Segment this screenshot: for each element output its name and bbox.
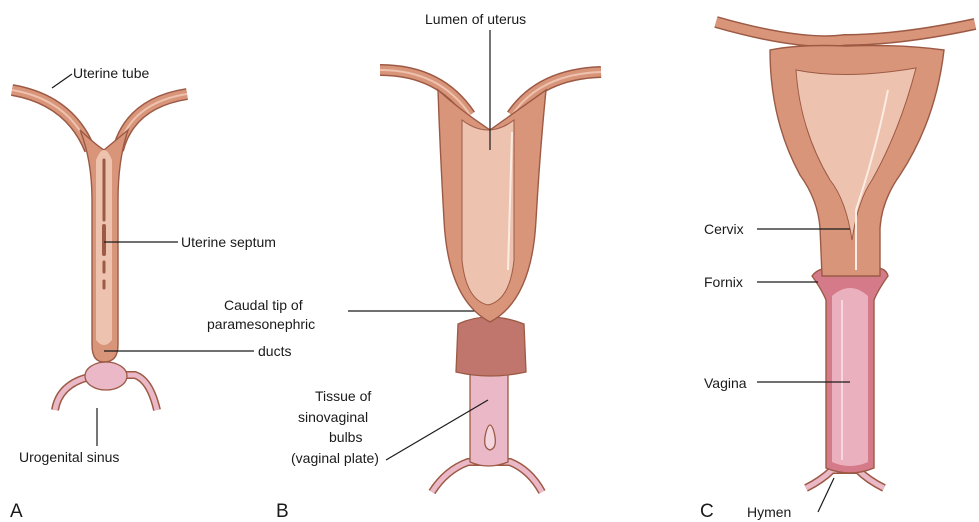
caudal-tip-label-line3: ducts bbox=[258, 343, 291, 359]
tissue-label-line3: bulbs bbox=[329, 429, 362, 445]
vagina-label: Vagina bbox=[704, 375, 747, 391]
tissue-label-line1: Tissue of bbox=[315, 388, 371, 404]
uterine-tube-label: Uterine tube bbox=[73, 65, 149, 81]
panel-a: Uterine tube Uterine septum Urogenital s… bbox=[10, 65, 276, 522]
caudal-tip-label-line2: paramesonephric bbox=[207, 316, 315, 332]
hymen-label: Hymen bbox=[747, 504, 791, 520]
tissue-label-line2: sinovaginal bbox=[298, 409, 368, 425]
urogenital-sinus-bulge bbox=[85, 362, 127, 390]
panel-c-label: C bbox=[700, 501, 714, 522]
fornix-label: Fornix bbox=[704, 274, 743, 290]
cervix-label: Cervix bbox=[704, 221, 744, 237]
panel-b: Lumen of uterus Tissue of sinovaginal bu… bbox=[276, 11, 601, 522]
panel-a-label: A bbox=[10, 501, 23, 522]
urogenital-sinus-label: Urogenital sinus bbox=[19, 449, 119, 465]
lumen-of-uterus bbox=[462, 120, 514, 305]
caudal-tip-block bbox=[456, 317, 526, 376]
lumen-of-uterus-label: Lumen of uterus bbox=[425, 11, 526, 27]
uterine-septum-label: Uterine septum bbox=[181, 234, 276, 250]
tissue-label-line4: (vaginal plate) bbox=[291, 450, 379, 466]
panel-c: Cervix Fornix Vagina Hymen C bbox=[700, 22, 975, 522]
caudal-tip-label-line1: Caudal tip of bbox=[224, 297, 303, 313]
panel-b-label: B bbox=[276, 501, 289, 522]
caudal-tip-labels: Caudal tip of paramesonephric ducts bbox=[207, 297, 488, 359]
